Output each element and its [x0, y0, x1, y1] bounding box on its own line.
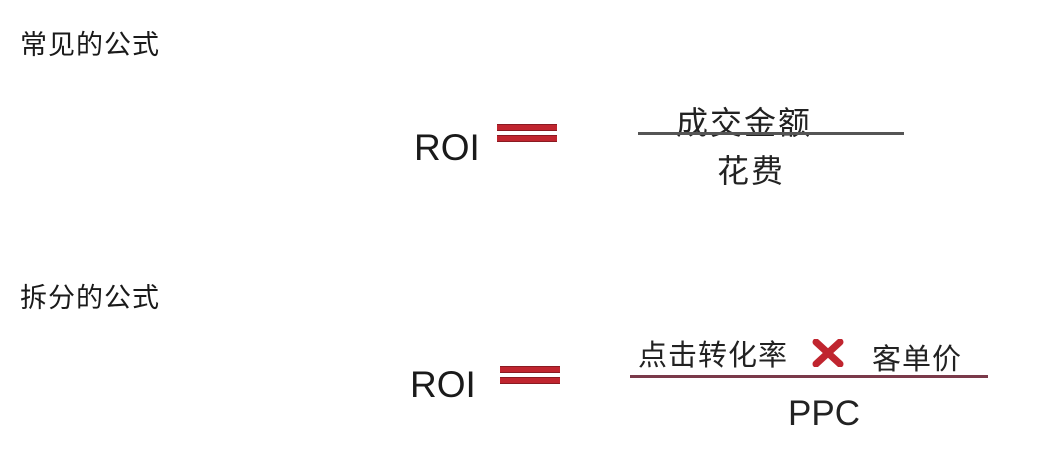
roi-label: ROI — [410, 364, 476, 405]
equals-icon — [497, 124, 557, 144]
equals-bar-bottom — [497, 135, 557, 142]
multiply-icon — [812, 339, 844, 367]
fraction-line — [630, 375, 988, 378]
split-formula-title: 拆分的公式 — [20, 283, 160, 314]
equals-bar-top — [500, 366, 560, 373]
numerator-conversion-rate: 点击转化率 — [638, 338, 789, 372]
numerator-avg-order-value: 客单价 — [872, 342, 963, 376]
roi-label: ROI — [414, 127, 480, 168]
fraction-line — [638, 132, 904, 135]
equals-icon — [500, 366, 560, 386]
equals-bar-top — [497, 124, 557, 131]
common-formula-title: 常见的公式 — [20, 30, 160, 61]
equals-bar-bottom — [500, 377, 560, 384]
denominator-ppc: PPC — [788, 394, 860, 433]
denominator-cost: 花费 — [717, 152, 786, 190]
